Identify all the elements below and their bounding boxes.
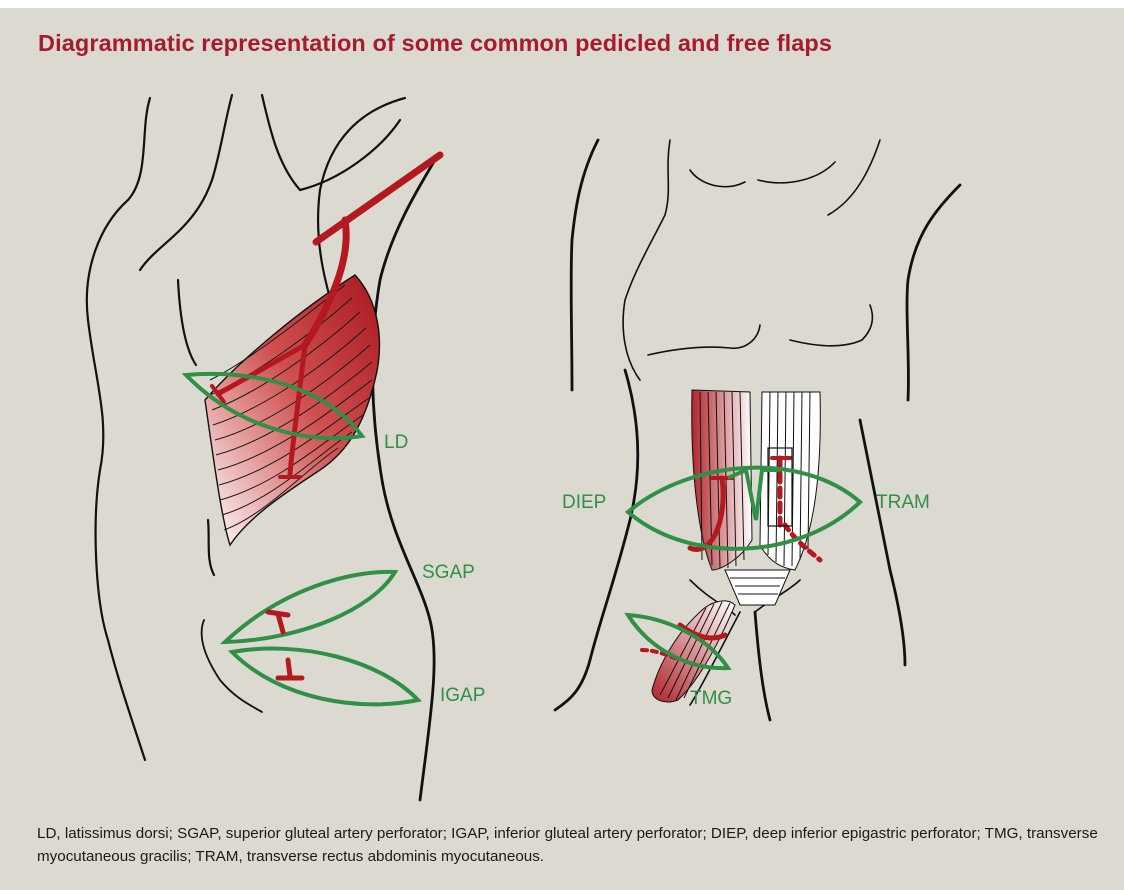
collarbone-left xyxy=(690,170,745,187)
gluteal-perforators xyxy=(268,612,302,678)
left-torso xyxy=(555,370,638,710)
label-diep: DIEP xyxy=(562,492,606,514)
label-igap: IGAP xyxy=(440,685,485,707)
label-tram: TRAM xyxy=(876,492,930,514)
shoulder-line xyxy=(262,95,400,190)
figure-caption: LD, latissimus dorsi; SGAP, superior glu… xyxy=(37,822,1117,890)
right-torso xyxy=(860,420,905,665)
right-neck xyxy=(828,140,880,215)
neck-outline xyxy=(140,95,232,270)
thigh-inner xyxy=(755,612,770,720)
right-breast xyxy=(790,305,872,346)
label-sgap: SGAP xyxy=(422,562,475,584)
igap-flap-outline xyxy=(232,649,418,705)
left-neck xyxy=(623,140,670,380)
label-ld: LD xyxy=(384,432,408,454)
left-breast xyxy=(648,325,760,355)
waist-curve xyxy=(178,280,196,365)
sgap-flap-outline xyxy=(225,572,395,642)
hip-crease xyxy=(208,520,214,575)
front-view-figure xyxy=(555,140,960,720)
left-shoulder xyxy=(571,140,598,390)
pubic-region xyxy=(725,570,790,605)
label-tmg: TMG xyxy=(690,688,732,710)
right-shoulder xyxy=(907,185,960,400)
back-outline-left xyxy=(87,98,150,760)
collarbone-right xyxy=(758,162,835,183)
